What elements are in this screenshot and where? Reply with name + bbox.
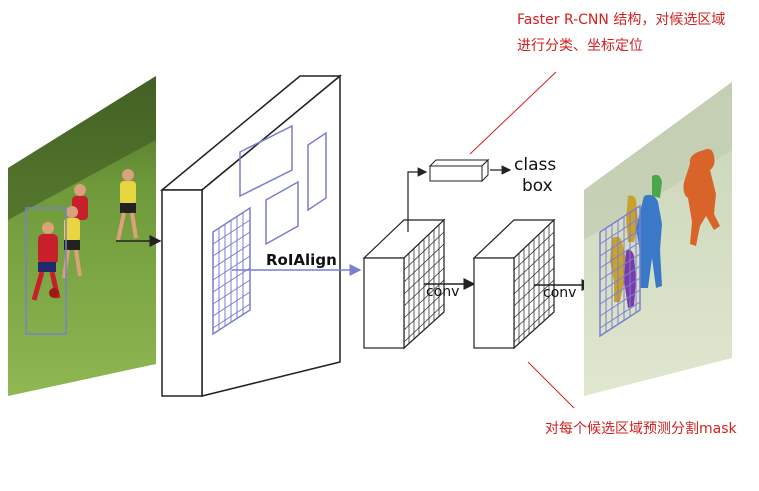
annotation-bottom: 对每个候选区域预测分割mask xyxy=(545,420,738,437)
annotation-top-line-2: 进行分类、坐标定位 xyxy=(517,38,643,54)
input-image xyxy=(8,76,156,396)
annotation-line-top xyxy=(469,71,557,155)
player-red-1 xyxy=(31,222,61,301)
feature-map xyxy=(159,74,343,397)
mask-green xyxy=(652,174,662,198)
mask-yellow-2 xyxy=(626,195,638,242)
output-roi-grid xyxy=(599,204,641,338)
roi-box-input xyxy=(25,207,67,335)
conv-label-2: conv xyxy=(543,285,576,301)
annotation-top-line-1: Faster R-CNN 结构，对候选区域 xyxy=(517,12,725,28)
conv-block-2 xyxy=(472,218,556,350)
mask-blue xyxy=(636,194,662,288)
mask-orange xyxy=(683,148,720,246)
player-yellow-2 xyxy=(116,169,138,241)
roi-align-label: RoIAlign xyxy=(266,251,337,269)
roi-grid xyxy=(212,206,251,336)
class-label: class xyxy=(514,155,556,175)
region-1 xyxy=(239,124,293,198)
region-2 xyxy=(307,131,327,212)
output-image xyxy=(584,82,732,396)
fc-layer xyxy=(428,158,490,183)
region-3 xyxy=(265,180,299,246)
box-label: box xyxy=(522,176,553,196)
annotation-line-bottom xyxy=(527,361,575,409)
conv-label-1: conv xyxy=(426,284,459,300)
arrow-to-fc xyxy=(407,167,428,232)
conv-block-1 xyxy=(362,218,446,350)
